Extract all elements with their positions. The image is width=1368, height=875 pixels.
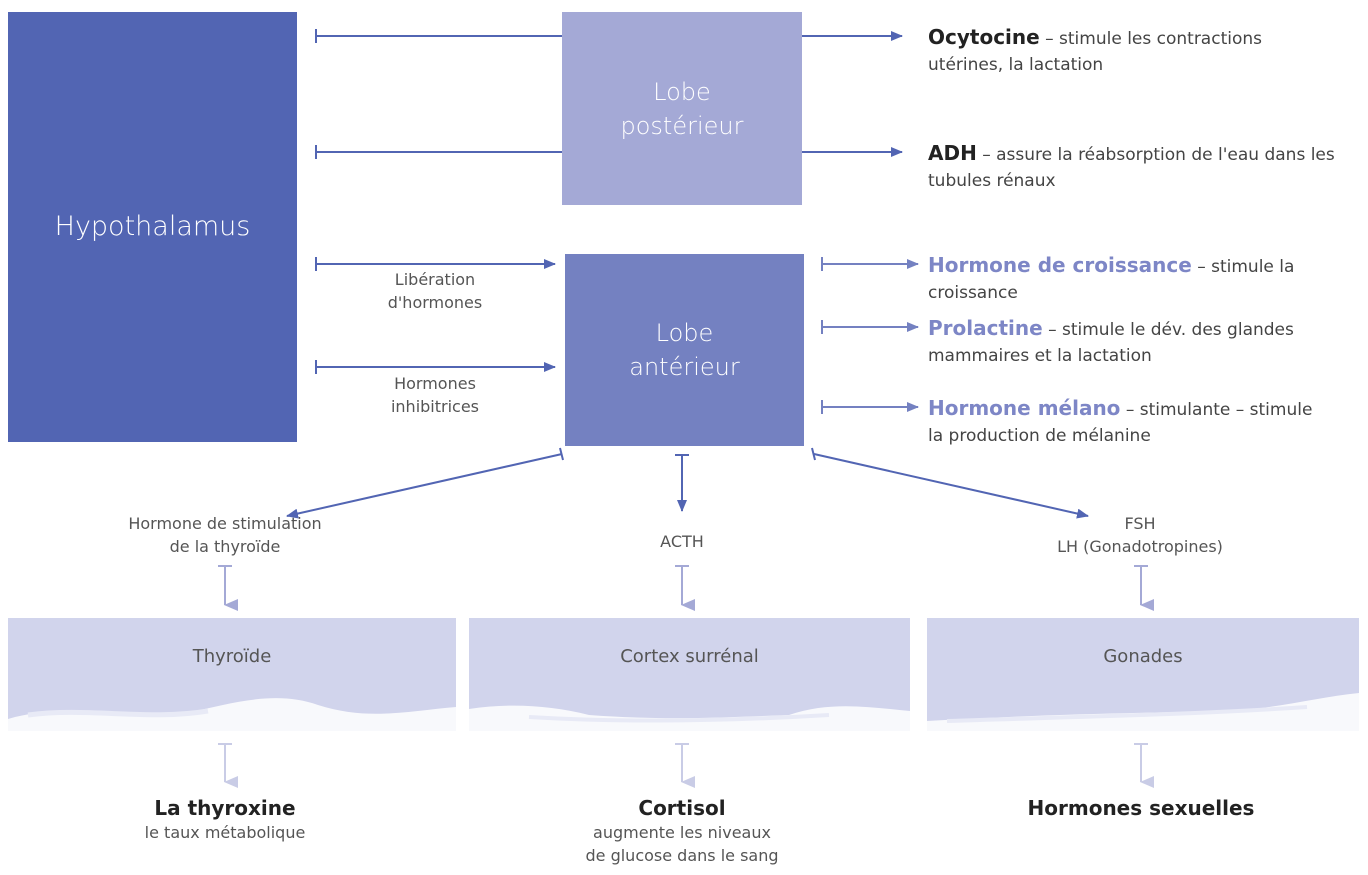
result-cortisol: Cortisol augmente les niveaux de glucose… (557, 795, 807, 867)
gland-thyroid-shape (8, 698, 456, 731)
arrow-gonado (811, 447, 1089, 519)
arrow-growth (821, 257, 919, 271)
gland-adrenal-label: Cortex surrénal (620, 646, 759, 667)
posterior-lobe-label-1: Lobe (653, 77, 711, 106)
arrow-release (315, 257, 556, 271)
arrow-to-sex-hormones (1134, 743, 1154, 788)
hormone-melano: Hormone mélano – stimulante – stimule la… (928, 395, 1358, 449)
tsh-label: Hormone de stimulation de la thyroïde (100, 512, 350, 558)
hormone-adh: ADH – assure la réabsorption de l'eau da… (928, 140, 1360, 194)
release-label: Libération d'hormones (340, 268, 530, 314)
hormone-name: Hormone mélano (928, 396, 1121, 420)
gonado-label-line: FSH (1124, 514, 1156, 533)
hormone-name: Prolactine (928, 316, 1043, 340)
hormone-desc: – stimule le dév. des glandes (1042, 320, 1294, 340)
anterior-lobe-label-2: antérieur (629, 353, 740, 381)
gonadotropin-label: FSH LH (Gonadotropines) (1040, 512, 1240, 558)
release-label-line: Libération (394, 270, 476, 289)
anterior-lobe-box: Lobe antérieur (565, 254, 804, 446)
release-label-line: d'hormones (387, 293, 483, 312)
hormone-desc: – stimulante – stimule (1120, 400, 1313, 420)
anterior-lobe-label-1: Lobe (655, 319, 714, 347)
posterior-lobe-label-2: postérieur (620, 111, 744, 140)
arrow-to-thyroxine (218, 743, 238, 788)
hormone-prolactin: Prolactine – stimule le dév. des glandes… (928, 315, 1358, 369)
gland-thyroid: Thyroïde (8, 618, 456, 731)
hormone-growth: Hormone de croissance – stimule la crois… (928, 252, 1358, 306)
result-sex-hormones: Hormones sexuelles (1016, 795, 1266, 821)
gland-gonads-shape (927, 693, 1359, 731)
hormone-desc-cont: croissance (928, 283, 1018, 303)
gland-adrenal-shape (469, 705, 910, 731)
gland-adrenal: Cortex surrénal (469, 618, 910, 731)
hormone-desc-cont: utérines, la lactation (928, 55, 1104, 75)
arrow-to-cortisol (675, 743, 695, 788)
hormone-name: Hormone de croissance (928, 253, 1192, 277)
arrow-tsh (286, 447, 564, 519)
inhibit-label: Hormones inhibitrices (340, 372, 530, 418)
gonado-label-line: LH (Gonadotropines) (1057, 537, 1223, 556)
gland-gonads-label: Gonades (1103, 646, 1183, 667)
acth-label-line: ACTH (660, 532, 704, 551)
result-thyroxine: La thyroxine le taux métabolique (100, 795, 350, 844)
gland-gonads: Gonades (927, 618, 1359, 731)
posterior-lobe-box: Lobe postérieur (562, 12, 802, 205)
inhibit-label-line: Hormones (394, 374, 476, 393)
hormone-ocytocine: Ocytocine – stimule les contractions uté… (928, 24, 1358, 78)
hypothalamus-label: Hypothalamus (54, 211, 251, 242)
tsh-label-line: Hormone de stimulation (128, 514, 322, 533)
gland-thyroid-label: Thyroïde (192, 646, 272, 667)
result-cortisol-name: Cortisol (638, 796, 726, 820)
arrow-to-thyroid (218, 565, 238, 611)
hormone-desc: – assure la réabsorption de l'eau dans l… (976, 145, 1335, 165)
result-thyroxine-desc: le taux métabolique (144, 823, 306, 842)
arrow-to-gonads (1134, 565, 1154, 611)
hormone-desc-cont: tubules rénaux (928, 171, 1056, 191)
result-sex-hormones-name: Hormones sexuelles (1027, 796, 1255, 820)
result-cortisol-desc: de glucose dans le sang (585, 846, 779, 865)
tsh-label-line: de la thyroïde (169, 537, 281, 556)
hormone-name: Ocytocine (928, 25, 1040, 49)
hormone-desc: – stimule les contractions (1039, 29, 1262, 49)
hormone-desc-cont: la production de mélanine (928, 426, 1151, 446)
result-thyroxine-name: La thyroxine (154, 796, 296, 820)
acth-label: ACTH (600, 530, 764, 553)
arrow-inhibit (315, 360, 556, 374)
result-cortisol-desc: augmente les niveaux (593, 823, 771, 842)
hormone-desc-cont: mammaires et la lactation (928, 346, 1152, 366)
inhibit-label-line: inhibitrices (390, 397, 480, 416)
hormone-name: ADH (928, 141, 977, 165)
arrow-acth (675, 454, 689, 512)
arrow-prolactin (821, 320, 919, 334)
arrow-melano (821, 400, 919, 414)
arrow-to-adrenal (675, 565, 695, 611)
hormone-desc: – stimule la (1191, 257, 1295, 277)
hypothalamus-box: Hypothalamus (8, 12, 297, 442)
